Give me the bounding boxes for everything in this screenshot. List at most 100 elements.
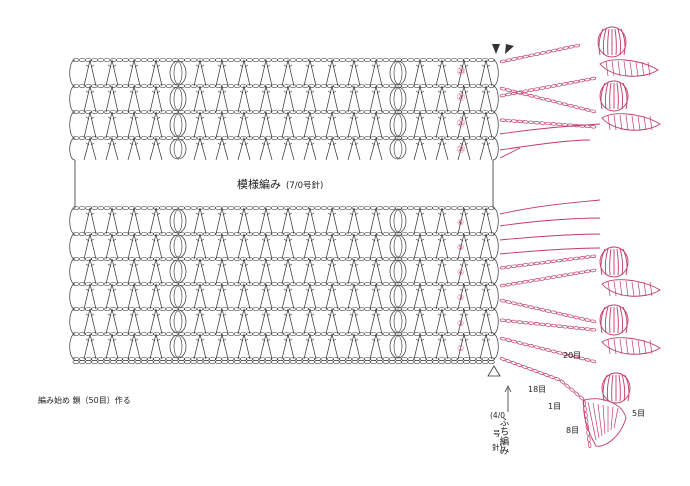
chain-stitch bbox=[295, 357, 303, 361]
chain-stitch bbox=[351, 84, 359, 88]
puff-cluster bbox=[169, 138, 187, 160]
stitch-fan bbox=[479, 85, 493, 113]
stitch-tick bbox=[437, 338, 442, 342]
stitch-fan bbox=[105, 111, 119, 139]
stitch-fan bbox=[193, 207, 207, 235]
edge-chain bbox=[505, 359, 512, 363]
edge-chain bbox=[516, 320, 523, 324]
chain-stitch bbox=[208, 360, 216, 364]
stitch-tick bbox=[371, 142, 376, 146]
stitch-tick bbox=[459, 288, 464, 292]
stitch-fan bbox=[413, 308, 427, 335]
stitch-tick bbox=[200, 288, 205, 292]
chain-stitch bbox=[165, 257, 173, 261]
chain-stitch bbox=[332, 357, 340, 361]
chain-stitch bbox=[345, 58, 353, 62]
edge-chain bbox=[521, 365, 528, 369]
chain-stitch bbox=[301, 232, 309, 236]
stitch-tick bbox=[310, 142, 315, 146]
stitch-tick bbox=[239, 64, 244, 68]
stitch-fan bbox=[303, 283, 317, 310]
stitch-fan bbox=[479, 136, 493, 161]
stitch-tick bbox=[90, 116, 95, 120]
chain-stitch bbox=[351, 360, 359, 364]
chain-stitch bbox=[103, 257, 111, 261]
stitch-tick bbox=[481, 142, 486, 146]
chain-stitch bbox=[401, 282, 408, 286]
stitch-fan bbox=[127, 85, 141, 113]
stitch-fan bbox=[479, 258, 493, 285]
puff-cluster bbox=[389, 112, 407, 138]
chain-stitch bbox=[202, 307, 210, 311]
stitch-tick bbox=[107, 238, 112, 242]
stitch-tick bbox=[354, 238, 359, 242]
chain-stitch bbox=[444, 58, 452, 62]
chain-stitch bbox=[165, 282, 173, 286]
stitch-tick bbox=[156, 116, 161, 120]
chain-stitch bbox=[388, 282, 396, 286]
chain-stitch bbox=[326, 360, 334, 364]
chain-stitch bbox=[91, 357, 98, 361]
chain-stitch bbox=[91, 206, 98, 210]
stitch-fan bbox=[457, 308, 471, 335]
stitch-tick bbox=[266, 142, 271, 146]
chain-stitch bbox=[91, 307, 98, 311]
chain-stitch bbox=[444, 206, 452, 210]
chain-stitch bbox=[252, 58, 260, 62]
chain-stitch bbox=[339, 307, 346, 311]
stitch-tick bbox=[195, 142, 200, 146]
puff-cluster-inner bbox=[393, 310, 403, 333]
edge-chain bbox=[533, 278, 540, 282]
chain-stitch bbox=[140, 282, 148, 286]
flower-bud bbox=[599, 80, 629, 112]
chain-stitch bbox=[252, 332, 260, 336]
stitch-tick bbox=[239, 212, 244, 216]
stitch-tick bbox=[310, 212, 315, 216]
flower-petal-line bbox=[600, 248, 606, 276]
edge-chain bbox=[584, 358, 591, 362]
chain-stitch bbox=[469, 357, 477, 361]
chain-stitch bbox=[252, 84, 260, 88]
edging-needle-2: 号 bbox=[493, 429, 501, 438]
chain-stitch bbox=[332, 206, 340, 210]
stitch-fan bbox=[83, 111, 97, 139]
puff-cluster-inner bbox=[173, 113, 183, 137]
edge-chain bbox=[533, 87, 540, 91]
stitch-tick bbox=[349, 238, 354, 242]
chain-stitch bbox=[432, 357, 439, 361]
edge-strand bbox=[499, 199, 601, 215]
stitch-tick bbox=[195, 238, 200, 242]
stitch-tick bbox=[244, 116, 249, 120]
chain-stitch bbox=[227, 206, 235, 210]
stitch-tick bbox=[327, 263, 332, 267]
leaf-stitch bbox=[649, 115, 653, 131]
stitch-tick bbox=[261, 238, 266, 242]
chain-stitch bbox=[339, 136, 346, 140]
stitch-tick bbox=[151, 116, 156, 120]
chain-stitch bbox=[301, 84, 309, 88]
stitch-tick bbox=[200, 90, 205, 94]
edge-chain bbox=[528, 88, 535, 92]
stitch-fan bbox=[215, 258, 229, 285]
chain-stitch bbox=[401, 257, 408, 261]
chain-stitch bbox=[140, 307, 148, 311]
stitch-fan bbox=[149, 111, 163, 139]
stitch-tick bbox=[283, 238, 288, 242]
chain-stitch bbox=[332, 257, 340, 261]
edge-chain bbox=[569, 387, 575, 393]
chain-stitch bbox=[97, 357, 105, 361]
stitch-fan bbox=[435, 85, 449, 113]
stitch-tick bbox=[156, 90, 161, 94]
chain-stitch bbox=[469, 307, 477, 311]
chain-stitch bbox=[171, 360, 179, 364]
stitch-tick bbox=[310, 90, 315, 94]
chain-stitch bbox=[177, 360, 185, 364]
puff-cluster-inner bbox=[173, 87, 183, 111]
stitch-fan bbox=[479, 111, 493, 139]
stitch-tick bbox=[266, 116, 271, 120]
edge-chain bbox=[584, 77, 591, 82]
chain-stitch bbox=[221, 307, 229, 311]
chain-stitch bbox=[78, 357, 86, 361]
chain-stitch bbox=[202, 232, 210, 236]
chain-stitch bbox=[357, 257, 365, 261]
